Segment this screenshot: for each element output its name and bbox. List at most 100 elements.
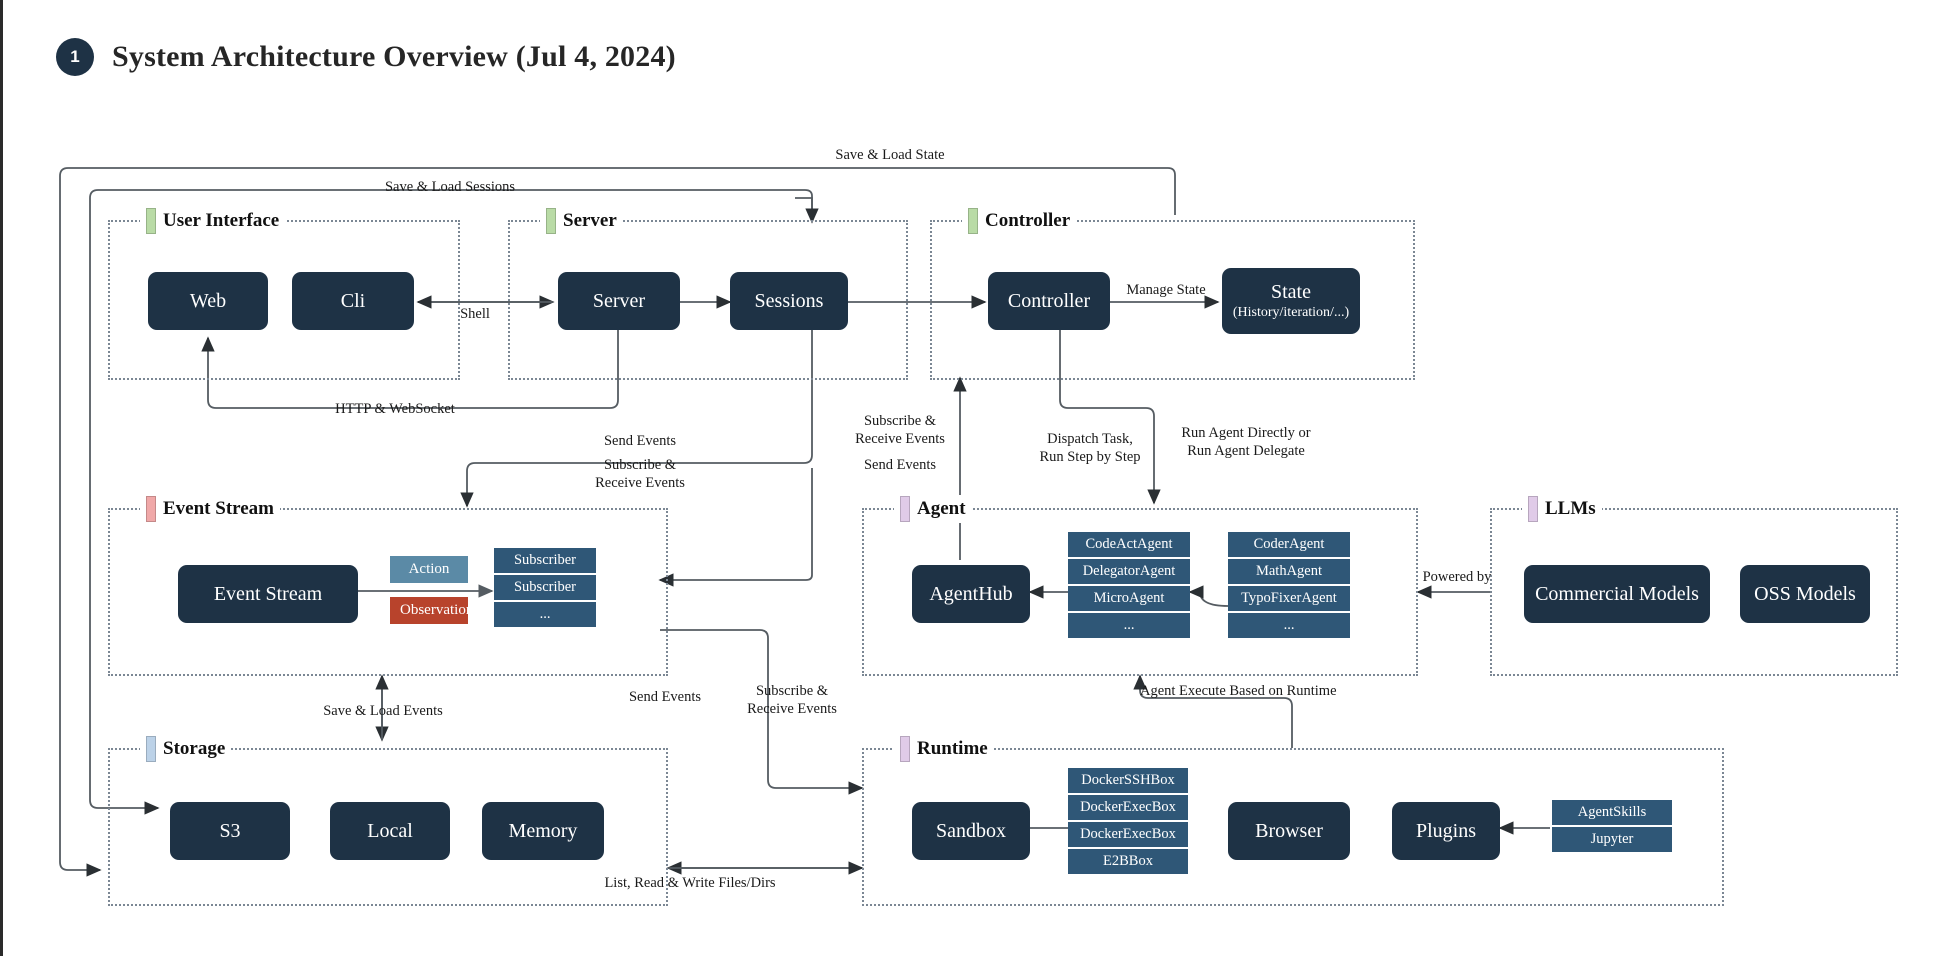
edge-label-save-load-state: Save & Load State: [835, 147, 945, 163]
list-item[interactable]: AgentSkills: [1552, 800, 1672, 825]
node-state[interactable]: State (History/iteration/...): [1222, 268, 1360, 334]
accent-bar-icon: [146, 496, 156, 522]
node-local-label: Local: [367, 819, 413, 842]
node-plugins[interactable]: Plugins: [1392, 802, 1500, 860]
group-label-storage: Storage: [140, 735, 232, 763]
edge-label-send-events-sessions: Send Events: [863, 457, 937, 473]
list-item[interactable]: MathAgent: [1228, 559, 1350, 584]
accent-bar-icon: [900, 736, 910, 762]
chip-action[interactable]: Action: [390, 556, 468, 583]
node-browser[interactable]: Browser: [1228, 802, 1350, 860]
accent-bar-icon: [146, 208, 156, 234]
edge-label-http-websocket: HTTP & WebSocket: [335, 401, 455, 417]
list-item[interactable]: MicroAgent: [1068, 586, 1190, 611]
chip-action-label: Action: [408, 561, 450, 577]
edge-label-dispatch-task: Dispatch Task, Run Step by Step: [1039, 431, 1141, 466]
node-cli[interactable]: Cli: [292, 272, 414, 330]
node-agenthub[interactable]: AgentHub: [912, 565, 1030, 623]
group-label-llms: LLMs: [1522, 495, 1602, 523]
node-sandbox[interactable]: Sandbox: [912, 802, 1030, 860]
list-item[interactable]: ...: [1228, 613, 1350, 638]
node-web-label: Web: [189, 289, 227, 312]
node-oss-models[interactable]: OSS Models: [1740, 565, 1870, 623]
edge-label-save-load-sessions: Save & Load Sessions: [384, 179, 516, 195]
edge-label-subscribe-receive-sessions: Subscribe & Receive Events: [855, 413, 945, 448]
stack-sandboxes: DockerSSHBox DockerExecBox DockerExecBox…: [1068, 768, 1188, 874]
stack-agents-right: CoderAgent MathAgent TypoFixerAgent ...: [1228, 532, 1350, 638]
node-controller-label: Controller: [1007, 289, 1091, 312]
edge-label-send-events-runtime: Send Events: [628, 689, 702, 705]
group-llms: LLMs: [1490, 495, 1898, 676]
node-memory-label: Memory: [508, 819, 578, 842]
node-state-sublabel: (History/iteration/...): [1232, 304, 1350, 320]
node-event-stream[interactable]: Event Stream: [178, 565, 358, 623]
edge-label-subscribe-receive-runtime: Subscribe & Receive Events: [747, 683, 837, 718]
edge-label-send-events-ui: Send Events: [603, 433, 677, 449]
node-browser-label: Browser: [1255, 819, 1323, 842]
node-commercial-models-label: Commercial Models: [1535, 582, 1699, 605]
node-sessions[interactable]: Sessions: [730, 272, 848, 330]
group-label-server: Server: [540, 207, 623, 235]
accent-bar-icon: [968, 208, 978, 234]
node-sandbox-label: Sandbox: [936, 819, 1006, 842]
node-plugins-label: Plugins: [1415, 819, 1477, 842]
list-item[interactable]: DockerExecBox: [1068, 822, 1188, 847]
group-user-interface: User Interface: [108, 207, 460, 380]
node-event-stream-label: Event Stream: [213, 582, 323, 605]
edge-label-agent-execute: Agent Execute Based on Runtime: [1140, 683, 1337, 699]
group-storage: Storage: [108, 735, 668, 906]
accent-bar-icon: [1528, 496, 1538, 522]
group-label-controller: Controller: [962, 207, 1077, 235]
group-label-runtime: Runtime: [894, 735, 994, 763]
edge-label-powered-by: Powered by: [1422, 569, 1492, 585]
list-item[interactable]: DelegatorAgent: [1068, 559, 1190, 584]
node-web[interactable]: Web: [148, 272, 268, 330]
stack-agents-left: CodeActAgent DelegatorAgent MicroAgent .…: [1068, 532, 1190, 638]
node-server-label: Server: [592, 289, 646, 312]
edge-label-run-agent: Run Agent Directly or Run Agent Delegate: [1181, 425, 1311, 460]
chip-observation[interactable]: Observation: [390, 597, 473, 624]
list-item[interactable]: TypoFixerAgent: [1228, 586, 1350, 611]
stack-plugin-items: AgentSkills Jupyter: [1552, 800, 1672, 852]
list-item[interactable]: Subscriber: [494, 548, 596, 573]
list-item[interactable]: Subscriber: [494, 575, 596, 600]
page-left-rule: [0, 0, 3, 956]
group-event-stream: Event Stream: [108, 495, 668, 676]
group-label-agent: Agent: [894, 495, 972, 523]
edge-label-save-load-events: Save & Load Events: [323, 703, 443, 719]
node-server[interactable]: Server: [558, 272, 680, 330]
title-text: System Architecture Overview (Jul 4, 202…: [112, 40, 676, 73]
list-item[interactable]: CodeActAgent: [1068, 532, 1190, 557]
list-item[interactable]: DockerSSHBox: [1068, 768, 1188, 793]
edge-label-shell: Shell: [460, 306, 490, 322]
node-state-label: State: [1271, 281, 1311, 304]
node-commercial-models[interactable]: Commercial Models: [1524, 565, 1710, 623]
list-item[interactable]: ...: [494, 602, 596, 627]
accent-bar-icon: [546, 208, 556, 234]
node-local[interactable]: Local: [330, 802, 450, 860]
node-s3-label: S3: [219, 819, 241, 842]
list-item[interactable]: Jupyter: [1552, 827, 1672, 852]
node-agenthub-label: AgentHub: [929, 582, 1013, 605]
node-sessions-label: Sessions: [754, 289, 824, 312]
list-item[interactable]: CoderAgent: [1228, 532, 1350, 557]
list-item[interactable]: E2BBox: [1068, 849, 1188, 874]
list-item[interactable]: DockerExecBox: [1068, 795, 1188, 820]
node-cli-label: Cli: [340, 289, 366, 312]
stack-subscribers: Subscriber Subscriber ...: [494, 548, 596, 627]
accent-bar-icon: [900, 496, 910, 522]
title-badge: 1: [56, 38, 94, 76]
group-runtime: Runtime: [862, 735, 1724, 906]
group-label-user-interface: User Interface: [140, 207, 286, 235]
list-item[interactable]: ...: [1068, 613, 1190, 638]
page-title: 1 System Architecture Overview (Jul 4, 2…: [56, 38, 676, 76]
group-agent: Agent: [862, 495, 1418, 676]
edge-label-subscribe-receive-ui: Subscribe & Receive Events: [595, 457, 685, 492]
node-s3[interactable]: S3: [170, 802, 290, 860]
node-memory[interactable]: Memory: [482, 802, 604, 860]
accent-bar-icon: [146, 736, 156, 762]
node-oss-models-label: OSS Models: [1754, 582, 1856, 605]
node-controller[interactable]: Controller: [988, 272, 1110, 330]
group-label-event-stream: Event Stream: [140, 495, 280, 523]
